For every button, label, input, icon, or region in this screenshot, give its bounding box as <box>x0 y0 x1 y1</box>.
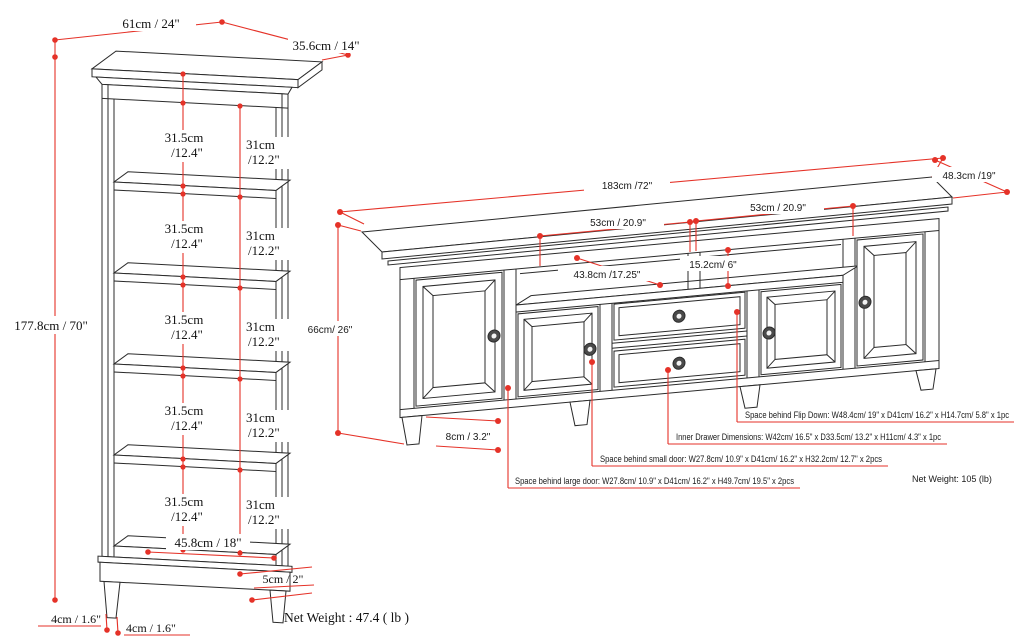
tvstand-leg <box>569 399 591 427</box>
tvstand-leg <box>915 368 937 391</box>
tvstand-width-label: 183cm /72" <box>602 181 653 192</box>
bookcase-base-height-label: 5cm / 2" <box>263 572 304 586</box>
bookcase-inner-width-label: 45.8cm / 18" <box>174 535 241 550</box>
bookcase-left-foot <box>103 580 121 619</box>
tvstand-knobs <box>487 295 872 370</box>
shelf-gap-label: 31cm <box>246 497 275 512</box>
bookcase-right-foot <box>269 589 287 624</box>
tvstand-leg <box>401 415 423 446</box>
shelf-inner-height-label: 31.5cm <box>165 403 204 418</box>
shelf-inner-height-label: /12.4" <box>171 418 203 433</box>
shelf-gap-label: 31cm <box>246 228 275 243</box>
tvstand-small-door-note: Space behind small door: W27.8cm/ 10.9" … <box>600 454 882 464</box>
tvstand-small-right-door <box>760 283 842 376</box>
bookcase-leg-width-label: 4cm / 1.6" <box>51 612 101 626</box>
tvstand-height-label: 66cm/ 26" <box>308 325 353 336</box>
shelf-inner-height-label: /12.4" <box>171 236 203 251</box>
shelf-inner-height-label: 31.5cm <box>165 312 204 327</box>
tvstand-depth-label: 48.3cm /19" <box>942 171 995 182</box>
tvstand-tall-left-door <box>415 271 503 407</box>
shelf-gap-label: /12.2" <box>248 334 280 349</box>
bookcase-width-label: 61cm / 24" <box>122 16 179 31</box>
shelf-inner-height-label: /12.4" <box>171 327 203 342</box>
tvstand-shelf-depth-label: 43.8cm /17.25" <box>574 270 641 281</box>
tvstand-leg <box>739 384 761 409</box>
tvstand-inner-drawer-note: Inner Drawer Dimensions: W42cm/ 16.5" x … <box>676 432 941 442</box>
shelf-gap-label: /12.2" <box>248 425 280 440</box>
tvstand-labels: 183cm /72" 48.3cm /19" 53cm / 20.9" 53cm… <box>298 167 1009 486</box>
tvstand-leg-height-label: 8cm / 3.2" <box>446 432 491 443</box>
bookcase-leg-depth-label: 4cm / 1.6" <box>126 621 176 635</box>
tvstand-drawing: 183cm /72" 48.3cm /19" 53cm / 20.9" 53cm… <box>298 155 1014 489</box>
shelf-inner-height-label: /12.4" <box>171 509 203 524</box>
shelf-gap-label: /12.2" <box>248 152 280 167</box>
shelf-gap-label: /12.2" <box>248 512 280 527</box>
tvstand-body <box>399 217 940 446</box>
bookcase-drawing: 61cm / 24" 35.6cm / 14" 177.8cm / 70" 31… <box>6 14 409 636</box>
tvstand-shelf-right-width-label: 53cm / 20.9" <box>750 203 806 214</box>
bookcase-labels: 61cm / 24" 35.6cm / 14" 177.8cm / 70" 31… <box>6 14 409 635</box>
tvstand-shelf-left-width-label: 53cm / 20.9" <box>590 218 646 229</box>
tvstand-shelf-height-label: 15.2cm/ 6" <box>689 260 737 271</box>
tvstand-large-door-note: Space behind large door: W27.8cm/ 10.9" … <box>515 476 794 486</box>
tvstand-net-weight: Net Weight: 105 (lb) <box>912 474 992 484</box>
shelf-gap-label: /12.2" <box>248 243 280 258</box>
shelf-inner-height-label: 31.5cm <box>165 494 204 509</box>
shelf-gap-label: 31cm <box>246 137 275 152</box>
tvstand-small-left-door <box>517 306 599 398</box>
shelf-inner-height-label: /12.4" <box>171 145 203 160</box>
bookcase-net-weight: Net Weight : 47.4 ( lb ) <box>284 610 409 625</box>
bookcase-height-label: 177.8cm / 70" <box>14 318 88 333</box>
shelf-inner-height-label: 31.5cm <box>165 221 204 236</box>
shelf-gap-label: 31cm <box>246 319 275 334</box>
shelf-gap-label: 31cm <box>246 410 275 425</box>
shelf-inner-height-label: 31.5cm <box>165 130 204 145</box>
bookcase-depth-label: 35.6cm / 14" <box>292 38 359 53</box>
tvstand-flip-down-note: Space behind Flip Down: W48.4cm/ 19" x D… <box>745 410 1009 420</box>
